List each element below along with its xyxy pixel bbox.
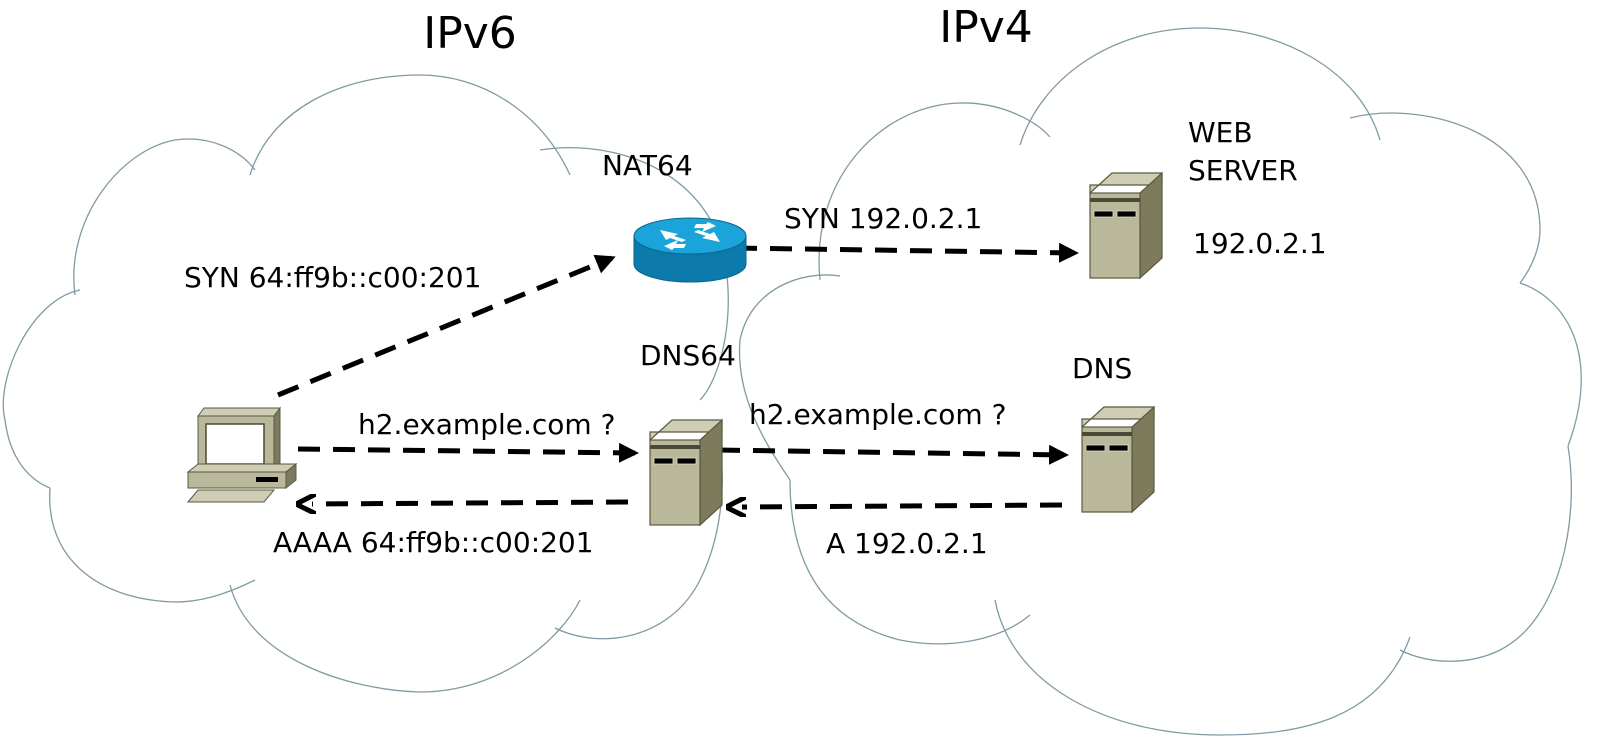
dns64-server[interactable]: DNS64 <box>640 339 736 526</box>
dns64-label: DNS64 <box>640 339 736 372</box>
router-icon <box>633 217 747 283</box>
flow-nat64-to-web-server <box>734 242 1079 263</box>
label-query-ipv4: h2.example.com ? <box>749 398 1006 431</box>
nat64-router[interactable]: NAT64 <box>602 149 747 283</box>
ipv6-title: IPv6 <box>423 8 517 59</box>
label-aaaa-response: AAAA 64:ff9b::c00:201 <box>273 526 594 559</box>
web-server[interactable]: WEB SERVER 192.0.2.1 <box>1089 116 1327 279</box>
web-server-address: 192.0.2.1 <box>1193 227 1327 260</box>
web-server-label-line2: SERVER <box>1188 154 1298 187</box>
label-a-response: A 192.0.2.1 <box>826 527 988 560</box>
flow-client-to-dns64 <box>297 442 639 463</box>
ipv4-cloud <box>738 27 1582 736</box>
web-server-label-line1: WEB <box>1188 116 1253 149</box>
label-syn-ipv4: SYN 192.0.2.1 <box>784 202 982 235</box>
label-syn-ipv6: SYN 64:ff9b::c00:201 <box>184 261 481 294</box>
ipv6-cloud <box>2 74 729 693</box>
dns-server[interactable]: DNS <box>1072 352 1155 513</box>
server-icon <box>1081 406 1155 513</box>
label-query-ipv6: h2.example.com ? <box>358 408 615 441</box>
flow-dns64-to-dns <box>717 444 1069 465</box>
dns-label: DNS <box>1072 352 1132 385</box>
server-icon <box>1089 172 1163 279</box>
ipv4-title: IPv4 <box>939 2 1033 53</box>
server-icon <box>649 419 723 526</box>
flow-dns-to-dns64 <box>742 505 1063 507</box>
nat64-label: NAT64 <box>602 149 693 182</box>
client-workstation[interactable] <box>186 406 298 503</box>
flow-dns64-to-client <box>312 502 629 504</box>
workstation-icon <box>186 406 298 503</box>
flow-client-to-nat64 <box>277 254 616 398</box>
